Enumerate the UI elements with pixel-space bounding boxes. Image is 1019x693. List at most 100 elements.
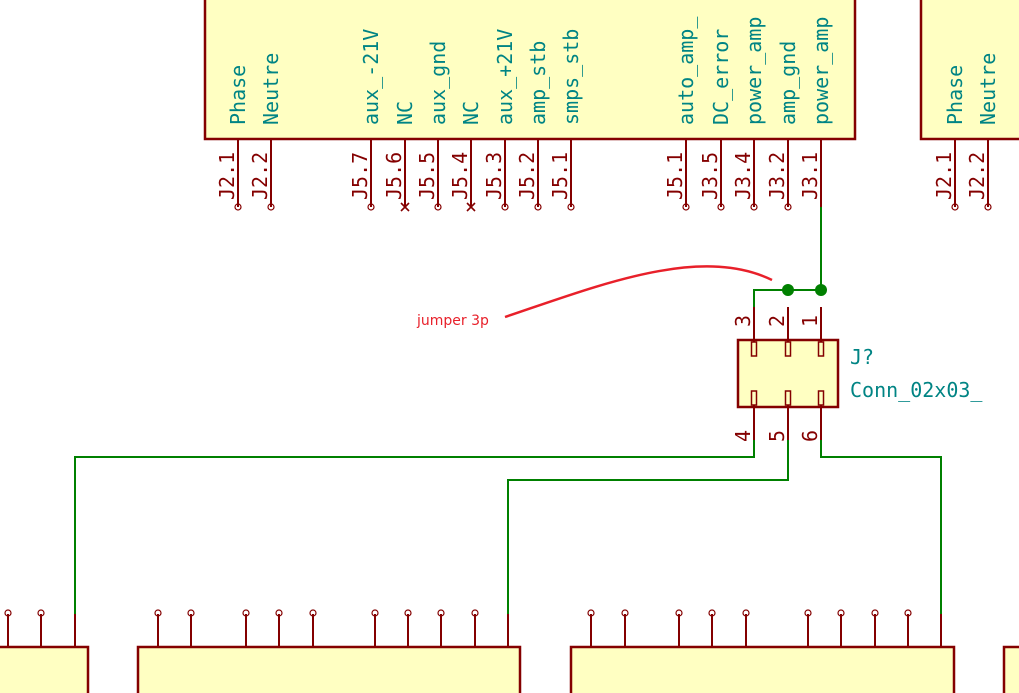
pin-end-icon	[501, 203, 509, 211]
pin[interactable]: Gn	[29, 609, 53, 693]
wire-pin6-to-right-block[interactable]	[820, 440, 942, 620]
pin[interactable]: V-	[0, 609, 20, 693]
pin-end-icon	[717, 203, 725, 211]
pin-end-icon	[234, 203, 242, 211]
bottom-components: V-GnV+P+P-N+ndN-leorV-GnV+P+P-N+ndN-leor…	[0, 609, 1019, 693]
pin-contact	[817, 341, 825, 357]
pin-end-icon	[784, 203, 792, 211]
connector-pin[interactable]: 4	[731, 390, 758, 442]
bottom-component[interactable]: P+P- N+ndN-leorV-GnV+	[136, 609, 522, 693]
pin-label: smps_stb	[559, 29, 583, 125]
pin-number: 5	[765, 430, 789, 442]
pin[interactable]: nd	[700, 609, 724, 693]
pin[interactable]: nd	[267, 609, 291, 693]
pin-end-icon	[675, 609, 683, 617]
component-body	[203, 0, 857, 141]
connector-pin[interactable]: 1	[798, 307, 825, 357]
bottom-component[interactable]: V-GnV+	[0, 609, 90, 693]
pin-number: J2.2	[248, 152, 272, 200]
top-left-component[interactable]: PhaseJ2.1NeutreJ2.2aux_-21VJ5.7NCJ5.6aux…	[203, 0, 857, 212]
pin-end-icon	[837, 609, 845, 617]
pin-label: aux_-21V	[359, 29, 383, 125]
pin-label: Phase	[943, 65, 967, 125]
pin-label: NC	[393, 101, 417, 125]
pin-number: J3.2	[765, 152, 789, 200]
bottom-component[interactable]: P+P- N+ndN-leorV-GnV+	[569, 609, 956, 693]
pin-label: power_amp	[809, 17, 833, 125]
pin-end-icon	[371, 609, 379, 617]
pin-end-icon	[682, 203, 690, 211]
pin[interactable]: N-	[301, 609, 325, 693]
pin[interactable]: V-	[863, 609, 887, 693]
pin-label: DC_error	[709, 29, 733, 125]
connector-pin[interactable]: 2	[765, 307, 792, 357]
pin-end-icon	[267, 203, 275, 211]
pin[interactable]: Gn	[896, 609, 920, 693]
pin[interactable]: le	[363, 609, 387, 693]
pin-label: amp_stb	[526, 41, 550, 125]
pin-end-icon	[621, 609, 629, 617]
pin-end-icon	[37, 609, 45, 617]
pin[interactable]: auto_amp_J5.1	[663, 16, 698, 211]
pin[interactable]: P-	[179, 609, 203, 693]
pin[interactable]: N+	[667, 609, 691, 693]
pin-end-icon	[871, 609, 879, 617]
pin-label: auto_amp_	[674, 16, 698, 125]
wire-pin4-to-left-block[interactable]	[74, 440, 755, 620]
pin-end-icon	[750, 203, 758, 211]
pin[interactable]: P+	[579, 609, 603, 693]
pin-contact	[750, 341, 758, 357]
pin[interactable]: V+	[63, 614, 87, 693]
pin-end-icon	[309, 609, 317, 617]
pin[interactable]: N-	[734, 609, 758, 693]
pin-number: 1	[798, 315, 822, 327]
pin[interactable]: V-	[429, 609, 453, 693]
pin[interactable]: V+	[496, 614, 520, 693]
component-body	[0, 645, 90, 693]
component-body	[1002, 645, 1019, 693]
pin-end-icon	[951, 203, 959, 211]
annotation-text: jumper 3p	[416, 313, 489, 329]
pin[interactable]: V+	[929, 614, 953, 693]
pin[interactable]: P-	[613, 609, 637, 693]
wires	[74, 207, 942, 620]
connector-pin[interactable]: 6	[798, 390, 825, 442]
pin-number: 3	[731, 315, 755, 327]
pin[interactable]: P+	[146, 609, 170, 693]
pin[interactable]: or	[829, 609, 853, 693]
pin[interactable]: N+	[234, 609, 258, 693]
pin[interactable]: Gn	[463, 609, 487, 693]
pin-end-icon	[904, 609, 912, 617]
connector-pin[interactable]: 5	[765, 390, 792, 442]
pin[interactable]: le	[796, 609, 820, 693]
connector-reference: J?	[850, 345, 874, 369]
wire-pin5-to-middle-block[interactable]	[507, 440, 789, 620]
wire-jumper-bridge[interactable]	[753, 289, 821, 307]
pin-number: J5.2	[515, 152, 539, 200]
connector-pin[interactable]: 3	[731, 307, 758, 357]
pin-end-icon	[708, 609, 716, 617]
pin-end-icon	[4, 609, 12, 617]
pin-label: aux_+21V	[493, 29, 517, 125]
pin-number: 4	[731, 430, 755, 442]
component-body	[569, 645, 956, 693]
pin-end-icon	[804, 609, 812, 617]
pin[interactable]: or	[396, 609, 420, 693]
